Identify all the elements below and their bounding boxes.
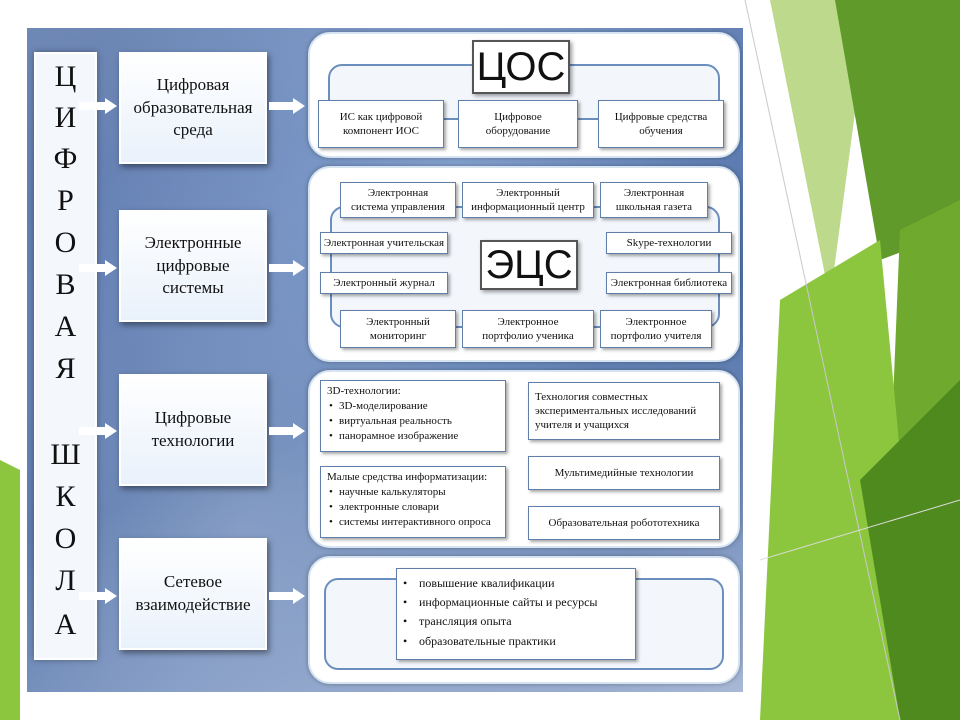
tech-right-item: Образовательная робототехника bbox=[528, 506, 720, 540]
list-item: информационные сайты и ресурсы bbox=[403, 593, 629, 612]
ecs-item: Электронная система управления bbox=[340, 182, 456, 218]
list-item: системы интерактивного опроса bbox=[329, 515, 499, 530]
vertical-letter: А bbox=[54, 608, 77, 641]
vertical-letter: К bbox=[55, 480, 76, 513]
tech-right-item: Мультимедийные технологии bbox=[528, 456, 720, 490]
deco-line bbox=[759, 499, 960, 561]
ecs-item: Электронная библиотека bbox=[606, 272, 732, 294]
arrow-right-icon bbox=[269, 98, 305, 114]
vertical-letter: И bbox=[54, 101, 77, 134]
small-means-title: Малые средства информатизации: bbox=[327, 471, 488, 483]
cos-item: ИС как цифровой компонент ИОС bbox=[318, 100, 444, 148]
deco-line bbox=[744, 0, 901, 720]
small-means-list: научные калькуляторы электронные словари… bbox=[327, 485, 499, 530]
section-ecs-title: ЭЦС bbox=[480, 240, 578, 290]
category-electronic-systems: Электронные цифровые системы bbox=[119, 210, 267, 322]
vertical-letter: В bbox=[55, 268, 76, 301]
list-item: панорамное изображение bbox=[329, 429, 499, 444]
ecs-item: Электронное портфолио учителя bbox=[600, 310, 712, 348]
category-digital-technologies: Цифровые технологии bbox=[119, 374, 267, 486]
tech-3d-title: 3D-технологии: bbox=[327, 385, 401, 397]
vertical-letter: Ц bbox=[54, 60, 77, 93]
cos-item: Цифровые средства обучения bbox=[598, 100, 724, 148]
list-item: 3D-моделирование bbox=[329, 399, 499, 414]
deco-green-light-top bbox=[770, 0, 870, 300]
list-item: трансляция опыта bbox=[403, 612, 629, 631]
tech-3d-box: 3D-технологии: 3D-моделирование виртуаль… bbox=[320, 380, 506, 452]
diagram-panel: Ц И Ф Р О В А Я Ш К О Л А Цифровая образ… bbox=[27, 28, 743, 692]
ecs-item: Электронная школьная газета bbox=[600, 182, 708, 218]
tech-3d-list: 3D-моделирование виртуальная реальность … bbox=[327, 399, 499, 444]
list-item: виртуальная реальность bbox=[329, 414, 499, 429]
list-item: повышение квалификации bbox=[403, 574, 629, 593]
list-item: электронные словари bbox=[329, 500, 499, 515]
list-item: научные калькуляторы bbox=[329, 485, 499, 500]
tech-right-item: Технология совместных экспериментальных … bbox=[528, 382, 720, 440]
section-cos: ЦОС ИС как цифровой компонент ИОС Цифров… bbox=[308, 32, 740, 158]
arrow-right-icon bbox=[79, 588, 117, 604]
category-network-interaction: Сетевое взаимодействие bbox=[119, 538, 267, 650]
arrow-right-icon bbox=[269, 588, 305, 604]
section-network: повышение квалификации информационные са… bbox=[308, 556, 740, 684]
small-means-box: Малые средства информатизации: научные к… bbox=[320, 466, 506, 538]
ecs-item: Электронный мониторинг bbox=[340, 310, 456, 348]
arrow-right-icon bbox=[79, 260, 117, 276]
section-cos-title: ЦОС bbox=[472, 40, 570, 94]
ecs-item: Электронная учительская bbox=[320, 232, 448, 254]
deco-green-dark-bottom bbox=[860, 380, 960, 720]
ecs-item: Электронное портфолио ученика bbox=[462, 310, 594, 348]
vertical-letter: А bbox=[54, 310, 77, 343]
vertical-letter: Ф bbox=[53, 142, 78, 175]
vertical-letter: О bbox=[54, 522, 77, 555]
vertical-letter: Ш bbox=[50, 438, 81, 471]
vertical-title: Ц И Ф Р О В А Я Ш К О Л А bbox=[34, 52, 97, 660]
section-ecs: Электронная система управления Электронн… bbox=[308, 166, 740, 362]
deco-green-left bbox=[0, 460, 20, 720]
arrow-right-icon bbox=[79, 423, 117, 439]
vertical-letter: Р bbox=[57, 184, 74, 217]
network-list-box: повышение квалификации информационные са… bbox=[396, 568, 636, 660]
vertical-letter: Л bbox=[55, 564, 76, 597]
arrow-right-icon bbox=[79, 98, 117, 114]
arrow-right-icon bbox=[269, 423, 305, 439]
network-list: повышение квалификации информационные са… bbox=[403, 574, 629, 651]
vertical-letter: Я bbox=[55, 352, 76, 385]
section-technologies: 3D-технологии: 3D-моделирование виртуаль… bbox=[308, 370, 740, 548]
ecs-item: Электронный информационный центр bbox=[462, 182, 594, 218]
list-item: образовательные практики bbox=[403, 632, 629, 651]
deco-green-dark-top bbox=[835, 0, 960, 260]
vertical-letter: О bbox=[54, 226, 77, 259]
category-digital-environment: Цифровая образовательная среда bbox=[119, 52, 267, 164]
arrow-right-icon bbox=[269, 260, 305, 276]
ecs-item: Электронный журнал bbox=[320, 272, 448, 294]
ecs-item: Skype-технологии bbox=[606, 232, 732, 254]
cos-item: Цифровое оборудование bbox=[458, 100, 578, 148]
